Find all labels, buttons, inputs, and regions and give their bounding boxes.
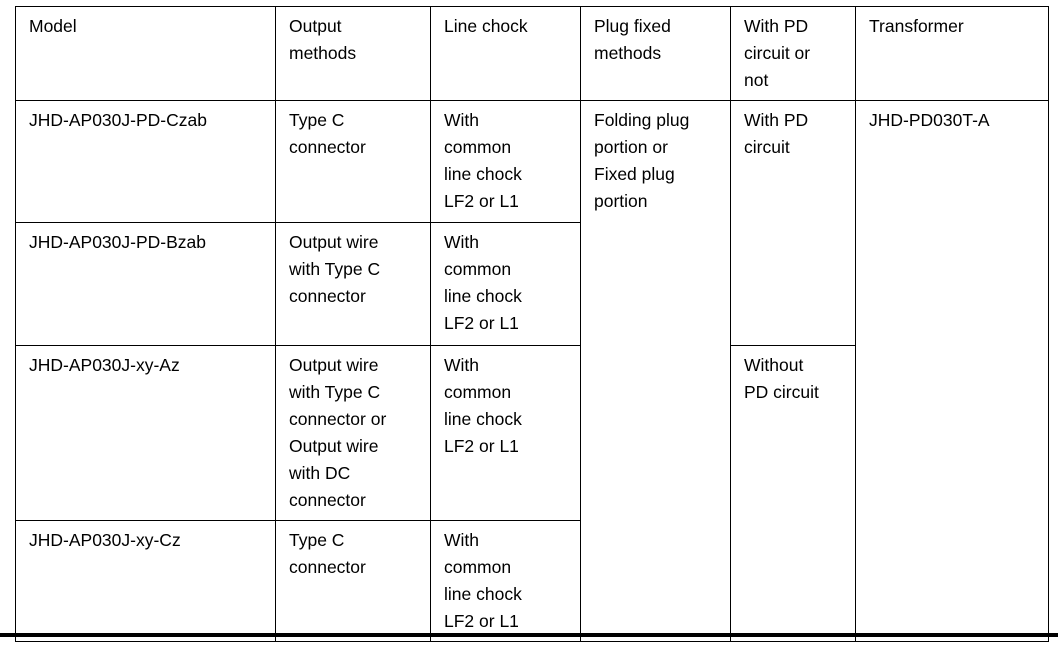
header-row: Model Output methods Line chock Plug fix… <box>15 6 1049 101</box>
header-cell-output-methods: Output methods <box>275 6 431 101</box>
cell-line-chock: With common line chock LF2 or L1 <box>430 345 581 521</box>
header-cell-line-chock: Line chock <box>430 6 581 101</box>
cell-plug-fixed-method: Folding plug portion or Fixed plug porti… <box>580 100 731 642</box>
cell-without-pd-circuit: Without PD circuit <box>730 345 856 642</box>
table-row: JHD-AP030J-xy-Az Output wire with Type C… <box>15 345 1049 642</box>
table-row: JHD-AP030J-PD-Czab Type C connector With… <box>15 100 1049 642</box>
cell-model: JHD-AP030J-PD-Czab <box>15 100 276 223</box>
cell-model: JHD-AP030J-PD-Bzab <box>15 222 276 346</box>
header-cell-model: Model <box>15 6 276 101</box>
cell-output-method: Type C connector <box>275 520 431 642</box>
cell-output-method: Type C connector <box>275 100 431 223</box>
cell-line-chock: With common line chock LF2 or L1 <box>430 520 581 642</box>
cell-model: JHD-AP030J-xy-Cz <box>15 520 276 642</box>
cell-output-method: Output wire with Type C connector or Out… <box>275 345 431 521</box>
cell-with-pd-circuit: With PD circuit <box>730 100 856 346</box>
cell-line-chock: With common line chock LF2 or L1 <box>430 222 581 346</box>
header-cell-plug-fixed-methods: Plug fixed methods <box>580 6 731 101</box>
model-spec-table: Model Output methods Line chock Plug fix… <box>15 6 1049 642</box>
header-cell-transformer: Transformer <box>855 6 1049 101</box>
table-row: JHD-AP030J-xy-Cz Type C connector With c… <box>15 520 1049 642</box>
cell-line-chock: With common line chock LF2 or L1 <box>430 100 581 223</box>
page-bottom-rule <box>0 633 1058 637</box>
header-cell-with-pd-circuit: With PD circuit or not <box>730 6 856 101</box>
table-row: JHD-AP030J-PD-Bzab Output wire with Type… <box>15 222 1049 346</box>
cell-output-method: Output wire with Type C connector <box>275 222 431 346</box>
cell-model: JHD-AP030J-xy-Az <box>15 345 276 521</box>
cell-transformer: JHD-PD030T-A <box>855 100 1049 642</box>
